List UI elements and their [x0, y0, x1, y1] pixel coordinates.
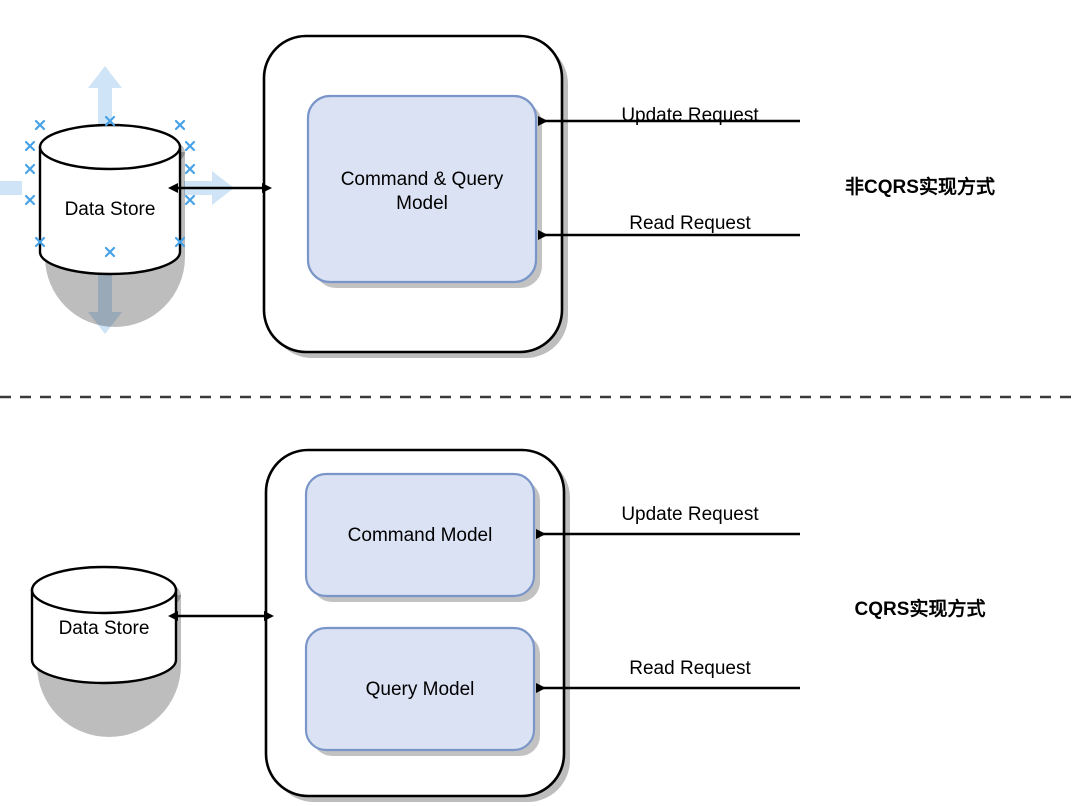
selection-handle-icon [174, 119, 186, 131]
command-query-model-box[interactable] [306, 94, 538, 284]
direction-arrow-left-icon[interactable] [0, 181, 22, 195]
selection-handle-icon [24, 163, 36, 175]
selection-handle-icon [34, 236, 46, 248]
selection-handle-icon [24, 140, 36, 152]
data-store-bottom[interactable] [30, 565, 178, 685]
data-store-top[interactable] [38, 123, 182, 276]
selection-handle-icon [184, 163, 196, 175]
selection-handles-top[interactable] [24, 115, 196, 258]
direction-arrow-down-icon[interactable] [88, 275, 122, 334]
selection-handle-icon [184, 140, 196, 152]
query-model-box[interactable] [304, 626, 536, 752]
direction-arrow-up-icon[interactable] [88, 66, 122, 125]
selection-handle-icon [34, 119, 46, 131]
selection-handle-icon [174, 236, 186, 248]
selection-handle-icon [104, 246, 116, 258]
selection-handle-icon [184, 194, 196, 206]
command-model-box[interactable] [304, 472, 536, 598]
selection-handle-icon [104, 115, 116, 127]
selection-handle-icon [24, 194, 36, 206]
